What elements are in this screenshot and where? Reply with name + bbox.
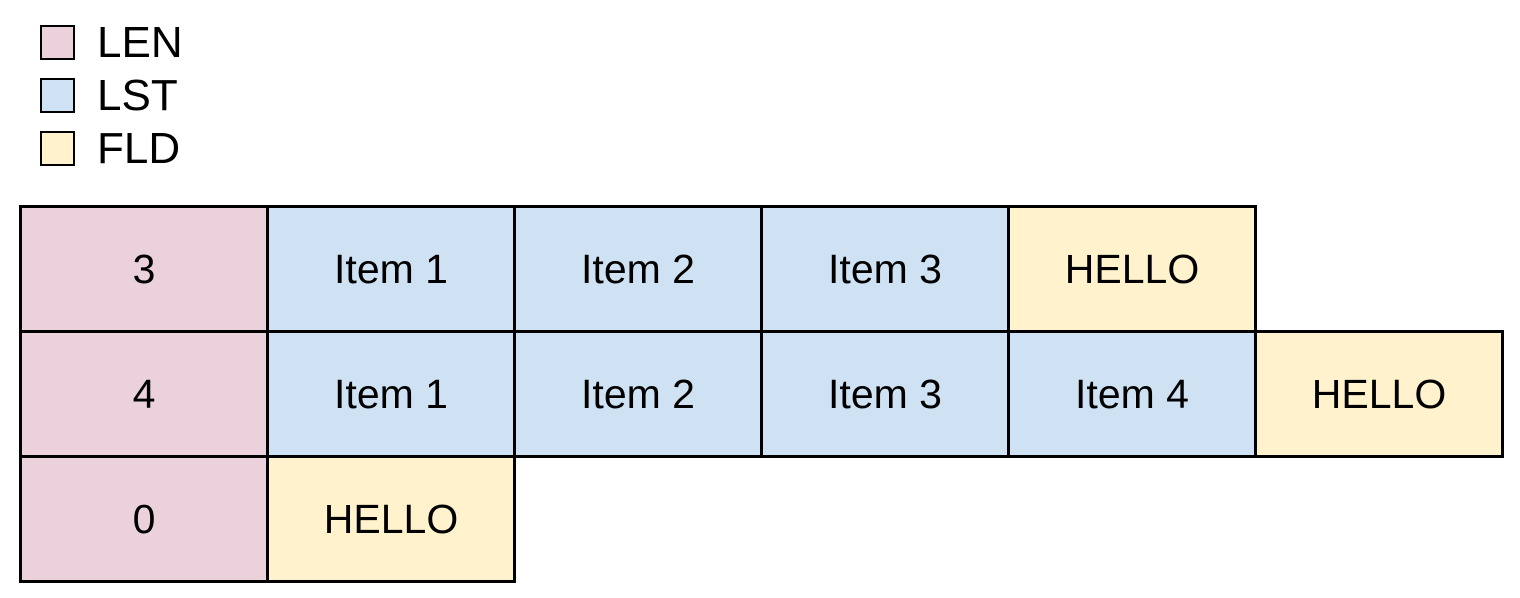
cell-text: Item 3 bbox=[828, 245, 942, 292]
cell-text: HELLO bbox=[1311, 370, 1447, 417]
diagram-row: 3 Item 1 Item 2 Item 3 HELLO bbox=[19, 205, 1257, 333]
diagram-cell-lst: Item 4 bbox=[1007, 330, 1257, 458]
cell-text: Item 1 bbox=[334, 370, 448, 417]
diagram-cell-lst: Item 2 bbox=[513, 205, 763, 333]
diagram-cell-len: 3 bbox=[19, 205, 269, 333]
legend-swatch-lst bbox=[40, 78, 75, 113]
diagram-cell-fld: HELLO bbox=[1007, 205, 1257, 333]
diagram-row: 0 HELLO bbox=[19, 455, 516, 583]
legend-label: LEN bbox=[97, 18, 183, 67]
diagram-cell-lst: Item 1 bbox=[266, 205, 516, 333]
cell-text: Item 2 bbox=[581, 370, 695, 417]
cell-text: 0 bbox=[132, 495, 156, 542]
cell-text: Item 2 bbox=[581, 245, 695, 292]
diagram-cell-fld: HELLO bbox=[266, 455, 516, 583]
diagram-cell-len: 0 bbox=[19, 455, 269, 583]
diagram-cell-fld: HELLO bbox=[1254, 330, 1504, 458]
diagram-row: 4 Item 1 Item 2 Item 3 Item 4 HELLO bbox=[19, 330, 1504, 458]
cell-text: HELLO bbox=[1064, 245, 1200, 292]
cell-text: Item 4 bbox=[1075, 370, 1189, 417]
legend-item-lst: LST bbox=[40, 71, 183, 120]
legend-item-fld: FLD bbox=[40, 124, 183, 173]
diagram-cell-lst: Item 1 bbox=[266, 330, 516, 458]
diagram-cell-lst: Item 3 bbox=[760, 205, 1010, 333]
diagram-cell-lst: Item 3 bbox=[760, 330, 1010, 458]
legend-swatch-fld bbox=[40, 131, 75, 166]
legend-item-len: LEN bbox=[40, 18, 183, 67]
cell-text: HELLO bbox=[323, 495, 459, 542]
cell-text: 3 bbox=[132, 245, 156, 292]
legend-label: LST bbox=[97, 71, 178, 120]
diagram-cell-lst: Item 2 bbox=[513, 330, 763, 458]
cell-text: Item 1 bbox=[334, 245, 448, 292]
cell-text: Item 3 bbox=[828, 370, 942, 417]
legend-label: FLD bbox=[97, 124, 181, 173]
diagram-cell-len: 4 bbox=[19, 330, 269, 458]
legend-swatch-len bbox=[40, 25, 75, 60]
cell-text: 4 bbox=[132, 370, 156, 417]
